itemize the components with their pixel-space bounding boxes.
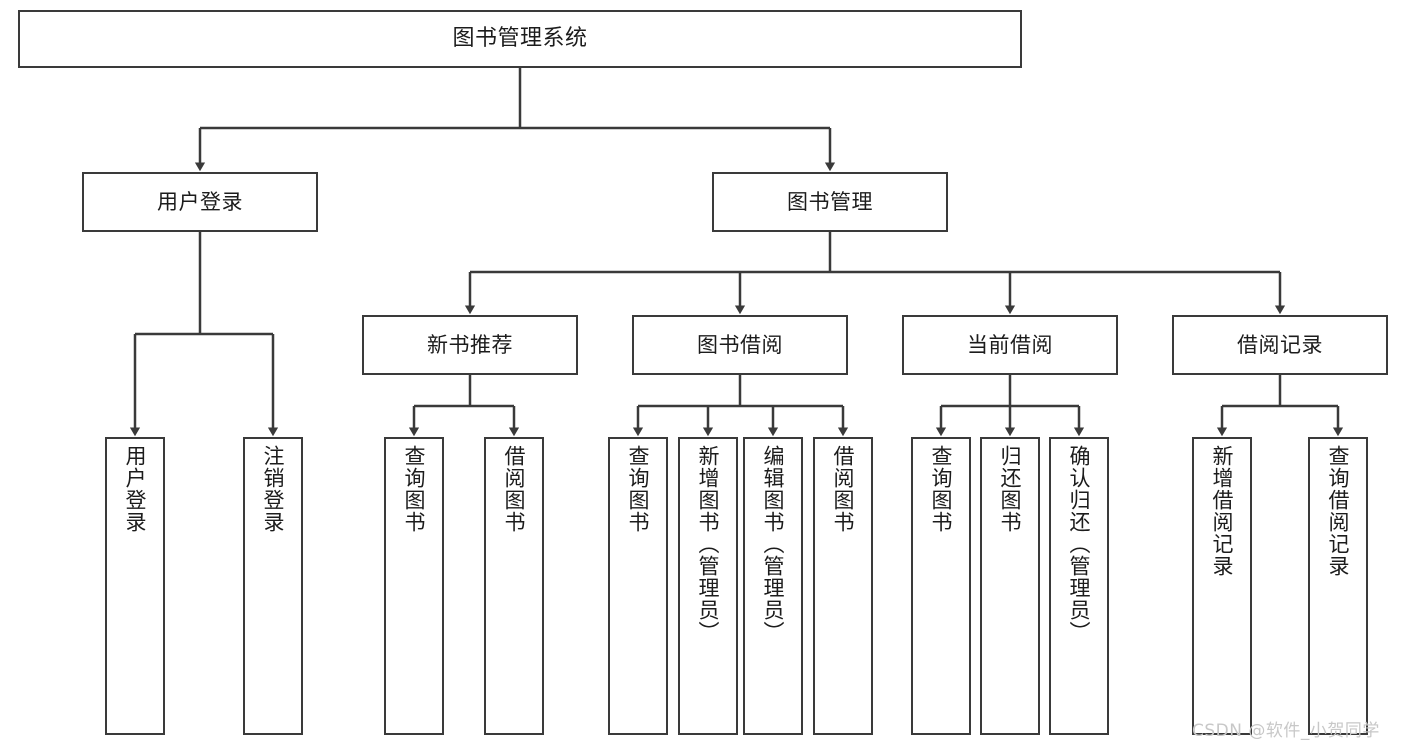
node-leaf-query-book-3[interactable]: 查询图书 (911, 437, 971, 735)
node-new-book-rec[interactable]: 新书推荐 (362, 315, 578, 375)
node-leaf-add-book[interactable]: 新增图书（管理员） (678, 437, 738, 735)
node-leaf-query-book-1[interactable]: 查询图书 (384, 437, 444, 735)
node-borrow-record-label: 借阅记录 (1237, 332, 1323, 357)
node-leaf-query-book-2-label: 查询图书 (626, 445, 651, 533)
node-leaf-logout[interactable]: 注销登录 (243, 437, 303, 735)
node-leaf-return-book[interactable]: 归还图书 (980, 437, 1040, 735)
node-user-login[interactable]: 用户登录 (82, 172, 318, 232)
node-leaf-borrow-book-2[interactable]: 借阅图书 (813, 437, 873, 735)
node-root[interactable]: 图书管理系统 (18, 10, 1022, 68)
node-current-borrow-label: 当前借阅 (967, 332, 1053, 357)
node-book-borrow-label: 图书借阅 (697, 332, 783, 357)
node-leaf-query-record-label: 查询借阅记录 (1326, 445, 1351, 577)
node-borrow-record[interactable]: 借阅记录 (1172, 315, 1388, 375)
node-book-manage-label: 图书管理 (787, 189, 873, 214)
node-leaf-confirm-return-label: 确认归还（管理员） (1067, 445, 1092, 643)
node-leaf-user-login[interactable]: 用户登录 (105, 437, 165, 735)
node-leaf-confirm-return[interactable]: 确认归还（管理员） (1049, 437, 1109, 735)
node-leaf-query-book-1-label: 查询图书 (402, 445, 427, 533)
node-root-label: 图书管理系统 (452, 26, 588, 52)
node-leaf-borrow-book-1[interactable]: 借阅图书 (484, 437, 544, 735)
node-leaf-borrow-book-1-label: 借阅图书 (502, 445, 527, 533)
node-leaf-query-record[interactable]: 查询借阅记录 (1308, 437, 1368, 735)
node-leaf-user-login-label: 用户登录 (123, 445, 148, 533)
node-leaf-borrow-book-2-label: 借阅图书 (831, 445, 856, 533)
node-book-borrow[interactable]: 图书借阅 (632, 315, 848, 375)
node-leaf-logout-label: 注销登录 (261, 445, 286, 533)
node-leaf-add-book-label: 新增图书（管理员） (696, 445, 721, 643)
node-leaf-edit-book-label: 编辑图书（管理员） (761, 445, 786, 643)
node-leaf-add-record[interactable]: 新增借阅记录 (1192, 437, 1252, 735)
node-leaf-return-book-label: 归还图书 (998, 445, 1023, 533)
node-user-login-label: 用户登录 (157, 189, 243, 214)
node-book-manage[interactable]: 图书管理 (712, 172, 948, 232)
node-current-borrow[interactable]: 当前借阅 (902, 315, 1118, 375)
node-leaf-query-book-2[interactable]: 查询图书 (608, 437, 668, 735)
node-leaf-query-book-3-label: 查询图书 (929, 445, 954, 533)
node-leaf-edit-book[interactable]: 编辑图书（管理员） (743, 437, 803, 735)
node-leaf-add-record-label: 新增借阅记录 (1210, 445, 1235, 577)
node-new-book-rec-label: 新书推荐 (427, 332, 513, 357)
